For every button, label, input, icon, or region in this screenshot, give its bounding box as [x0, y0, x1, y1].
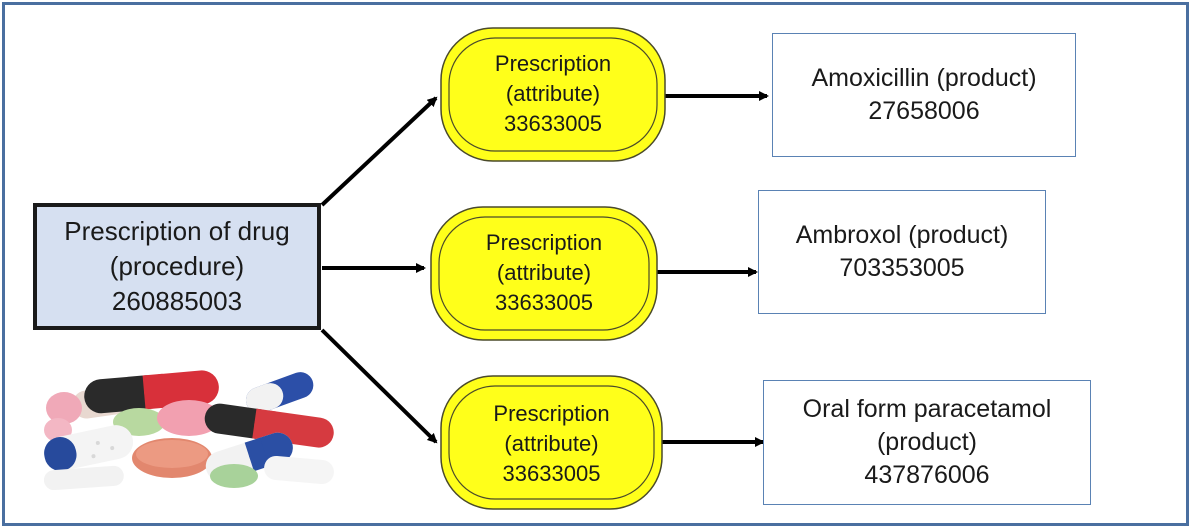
- attribute-node-2: Prescription (attribute) 33633005: [439, 223, 649, 323]
- attribute-label-line1: Prescription: [493, 401, 610, 426]
- attribute-shape-1: [440, 27, 666, 162]
- attribute-label-line1: Prescription: [485, 230, 603, 255]
- attribute-shape-3: [440, 375, 663, 510]
- product-label-line2: (product): [876, 428, 978, 456]
- source-label-line2: (procedure): [109, 251, 245, 281]
- product-label-line1: Ambroxol (product): [795, 221, 1009, 249]
- source-label-line1: Prescription of drug: [64, 216, 290, 246]
- attribute-label-line2: (attribute): [496, 260, 592, 285]
- product-code: 437876006: [864, 461, 990, 489]
- source-concept-box: Prescription of drug (procedure) 2608850…: [33, 203, 321, 330]
- pills-photo-icon: [44, 370, 334, 490]
- arrow-source-to-attribute-3: [320, 328, 438, 444]
- attribute-label-line2: (attribute): [504, 431, 599, 456]
- attribute-shape-2: [430, 206, 658, 341]
- attribute-code: 33633005: [504, 111, 602, 136]
- product-box-1: Amoxicillin (product) 27658006: [772, 33, 1076, 157]
- attribute-code: 33633005: [502, 461, 601, 486]
- attribute-label-line1: Prescription: [494, 51, 612, 76]
- product-box-3: Oral form paracetamol (product) 43787600…: [763, 380, 1091, 505]
- product-code: 703353005: [839, 254, 965, 282]
- source-code: 260885003: [111, 286, 243, 316]
- product-code: 27658006: [868, 97, 980, 125]
- attribute-node-1: Prescription (attribute) 33633005: [449, 44, 657, 144]
- attribute-label-line2: (attribute): [505, 81, 601, 106]
- attribute-code: 33633005: [495, 290, 593, 315]
- attribute-node-3: Prescription (attribute) 33633005: [449, 394, 654, 494]
- product-box-2: Ambroxol (product) 703353005: [758, 190, 1046, 314]
- product-label-line1: Amoxicillin (product): [811, 64, 1037, 92]
- product-label-line1: Oral form paracetamol: [802, 395, 1052, 423]
- arrow-source-to-attribute-1: [320, 96, 438, 207]
